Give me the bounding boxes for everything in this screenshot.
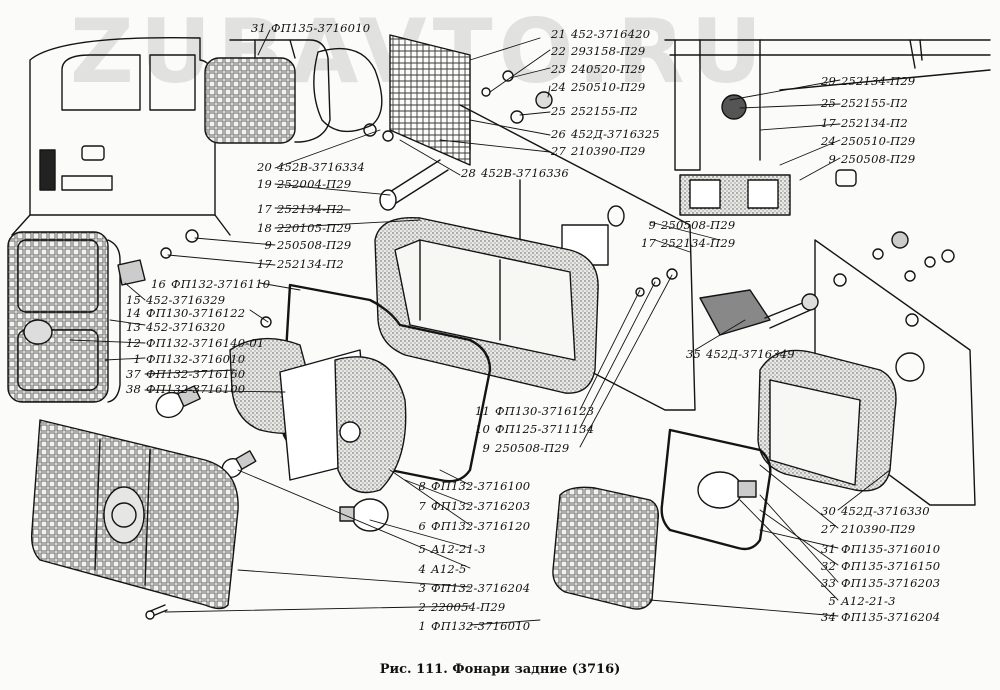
connector-block [679, 174, 791, 216]
bulbs [155, 385, 757, 532]
lamp-housing-center [374, 216, 599, 394]
lamp-1-assembled [7, 231, 121, 403]
gasket-32 [660, 428, 772, 551]
socket-plate-assembly [229, 337, 407, 494]
lens-3 [30, 419, 239, 610]
mounting-plate-28 [389, 34, 471, 166]
screw-2 [145, 604, 168, 620]
connector-15 [117, 259, 146, 286]
frame-right [664, 39, 991, 171]
housing-30 [757, 349, 897, 492]
figure-caption: Рис. 111. Фонари задние (3716) [379, 662, 621, 677]
lamp-31-top [204, 39, 331, 144]
bolt-19 [379, 159, 449, 211]
leader-lines [69, 29, 891, 626]
plug-35 [699, 289, 819, 336]
gasket-top [313, 47, 383, 133]
vehicle-rear-view [11, 37, 231, 236]
hardware-right [835, 169, 955, 282]
lens-34 [552, 486, 660, 610]
